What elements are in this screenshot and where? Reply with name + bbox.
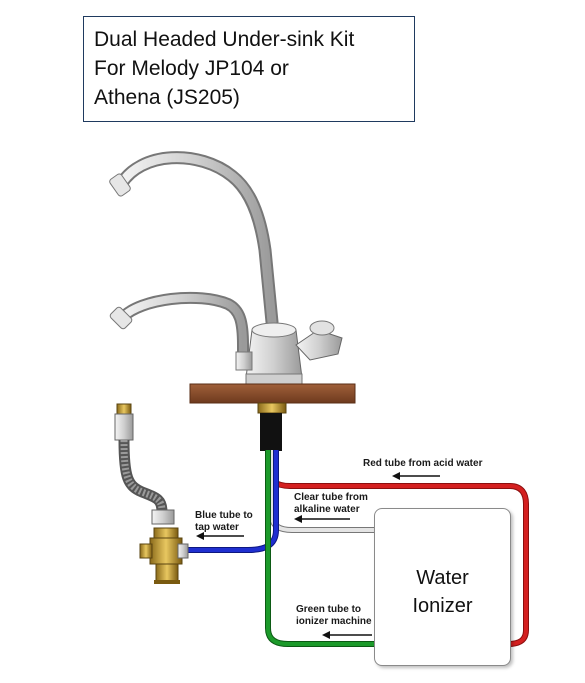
shutoff-valve-icon <box>139 527 189 584</box>
arrow-left-icon <box>196 532 244 540</box>
clear-tube-label: Clear tube from alkaline water <box>294 492 368 516</box>
countertop <box>189 383 356 404</box>
ionizer-label-line-1: Water <box>416 567 469 589</box>
arrow-left-icon <box>294 515 350 523</box>
title-box: Dual Headed Under-sink Kit For Melody JP… <box>83 16 415 122</box>
blue-tube-label: Blue tube to tap water <box>195 510 253 534</box>
ionizer-label-line-2: Ionizer <box>412 595 473 617</box>
arrow-left-icon <box>392 472 440 480</box>
mounting-nut <box>257 402 287 414</box>
title-line-1: Dual Headed Under-sink Kit <box>94 28 355 51</box>
title-line-3: Athena (JS205) <box>94 86 240 109</box>
faucet-shank <box>260 413 282 451</box>
clear-tube-label-line-1: Clear tube from <box>294 492 368 503</box>
faucet-icon <box>109 151 343 385</box>
blue-tube-label-line-1: Blue tube to <box>195 510 253 521</box>
title-line-2: For Melody JP104 or <box>94 57 289 80</box>
flex-hose-icon <box>114 403 175 525</box>
green-tube-label-line-2: ionizer machine <box>296 616 372 627</box>
water-ionizer-box: Water Ionizer <box>374 508 511 666</box>
arrow-left-icon <box>322 631 372 639</box>
blue-tube <box>180 450 279 553</box>
red-tube-label: Red tube from acid water <box>363 458 483 469</box>
clear-tube-label-line-2: alkaline water <box>294 504 360 515</box>
green-tube-label-line-1: Green tube to <box>296 604 362 615</box>
blue-tube-label-line-2: tap water <box>195 522 239 533</box>
green-tube-label: Green tube to ionizer machine <box>296 604 372 628</box>
